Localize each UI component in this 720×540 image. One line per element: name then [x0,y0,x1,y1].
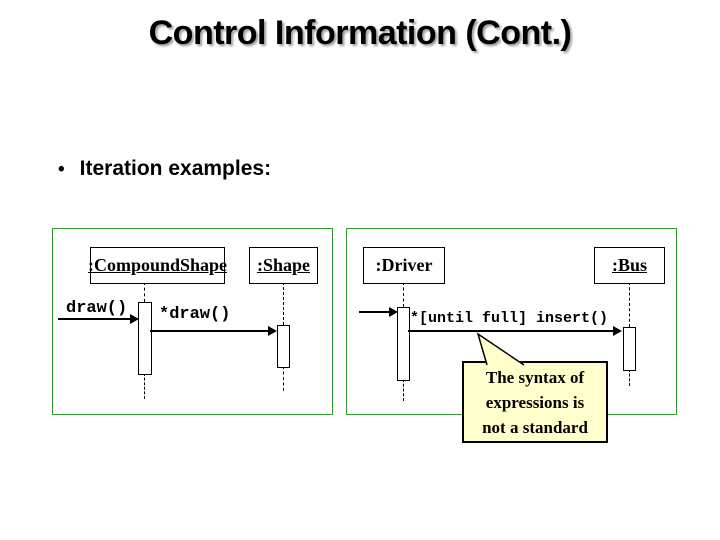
object-box-driver: :Driver [363,247,445,284]
lifeline-driver-upper [403,282,404,307]
slide-title: Control Information (Cont.) [148,14,572,52]
activation-bar-compoundshape [138,302,152,375]
message-arrow-stardraw [150,326,277,336]
message-label-insert: *[until full] insert() [410,310,609,327]
message-arrow-insert [408,326,622,336]
sequence-diagram-right: :Driver :Bus *[until full] insert() [346,228,677,415]
lifeline-compoundshape-upper [144,282,145,302]
callout-tail-pointer [476,332,525,366]
lifeline-bus-upper [629,282,630,327]
object-box-shape: :Shape [249,247,318,284]
bullet-icon: • [58,159,65,180]
callout-line-2: expressions is [485,392,585,412]
activation-bar-shape [277,325,290,368]
bullet-text: Iteration examples: [79,157,272,180]
lifeline-bus-lower [629,369,630,386]
object-box-bus: :Bus [594,247,665,284]
message-arrow-draw [58,314,139,324]
callout-line-3: not a standard [482,417,588,437]
message-label-stardraw: *draw() [159,305,231,324]
callout-note: The syntax of expressions is not a stand… [462,361,608,443]
lifeline-shape-upper [283,282,284,325]
sequence-diagram-left: :CompoundShape :Shape draw() *draw() [52,228,333,415]
lifeline-compoundshape-lower [144,373,145,399]
lifeline-driver-lower [403,379,404,401]
activation-bar-driver [397,307,410,381]
message-label-draw: draw() [66,299,128,318]
object-box-compoundshape: :CompoundShape [88,247,227,284]
callout-line-1: The syntax of [485,367,585,387]
incoming-arrow-driver [359,307,398,317]
bullet-item: • Iteration examples: [58,157,271,183]
activation-bar-bus [623,327,636,371]
lifeline-shape-lower [283,366,284,391]
